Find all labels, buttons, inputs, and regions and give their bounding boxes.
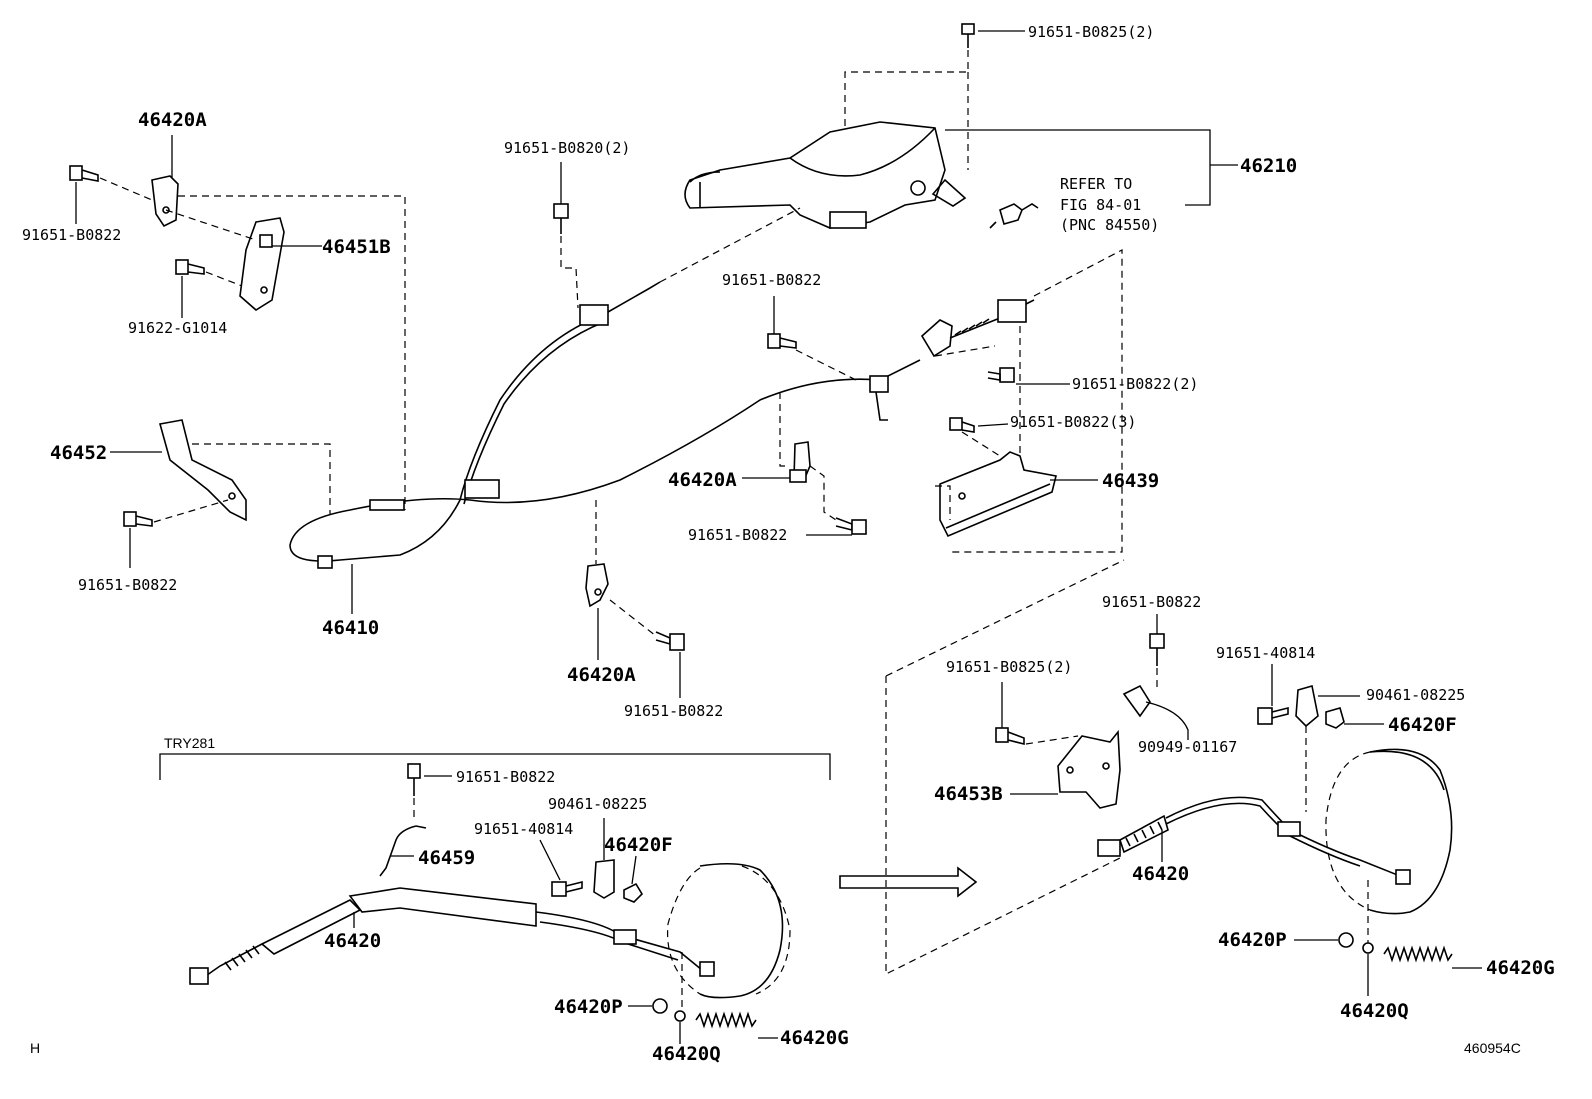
label-refer-1: REFER TO xyxy=(1060,175,1132,193)
label-bolt-right-3: 91651-B0822(3) xyxy=(1010,413,1136,431)
label-refer-3: (PNC 84550) xyxy=(1060,216,1159,234)
label-46439: 46439 xyxy=(1102,470,1159,492)
parking-brake-lever xyxy=(684,121,1039,229)
bracket-46420a-mid xyxy=(789,441,811,483)
right-46420g xyxy=(1383,945,1453,963)
label-right-46420f: 46420F xyxy=(1388,714,1457,736)
bracket-46451b xyxy=(239,217,285,311)
label-bolt-left-1: 91651-B0822 xyxy=(22,226,121,244)
bolt-left-2 xyxy=(123,511,153,527)
inset-try281 xyxy=(159,753,831,1044)
label-right-bolt-top: 91651-B0822 xyxy=(1102,593,1201,611)
label-46451b: 46451B xyxy=(322,236,391,258)
inset-bolt-40814 xyxy=(551,880,583,897)
label-try281: TRY281 xyxy=(164,735,215,751)
label-bracket-low: 46420A xyxy=(567,664,636,686)
right-bolt-b0825 xyxy=(995,727,1025,746)
label-bolt-left-2: 91651-B0822 xyxy=(78,576,177,594)
right-bolt-40814 xyxy=(1257,706,1289,725)
bracket-46452 xyxy=(158,419,247,522)
label-inset-46420f: 46420F xyxy=(604,834,673,856)
inset-46420f xyxy=(623,882,644,903)
right-brake-drum xyxy=(1325,748,1453,915)
label-bolt-right-2: 91651-B0822(2) xyxy=(1072,375,1198,393)
bolt-top xyxy=(961,23,975,48)
inset-bolt xyxy=(407,763,421,796)
label-right-46453b: 46453B xyxy=(934,783,1003,805)
label-bracket-mid: 46420A xyxy=(668,469,737,491)
right-assembly xyxy=(885,559,1482,996)
bracket-46420a-low xyxy=(585,563,609,608)
label-right-40814: 91651-40814 xyxy=(1216,644,1315,662)
label-inset-46420p: 46420P xyxy=(554,996,623,1018)
label-corner-h: H xyxy=(30,1040,40,1056)
bolt-b0820 xyxy=(553,203,569,234)
bolt-right-2 xyxy=(987,367,1015,383)
label-inset-46420q: 46420Q xyxy=(652,1043,721,1065)
bolt-mid-2 xyxy=(835,517,867,535)
label-inset-90461: 90461-08225 xyxy=(548,795,647,813)
plate-46439 xyxy=(939,451,1057,538)
label-lever: 46210 xyxy=(1240,155,1297,177)
label-figure-id: 460954C xyxy=(1464,1040,1521,1056)
label-b0820: 91651-B0820(2) xyxy=(504,139,630,157)
right-46420q xyxy=(1362,942,1374,954)
label-inset-40814: 91651-40814 xyxy=(474,820,573,838)
cable-46410 xyxy=(289,281,921,569)
inset-clip-90461 xyxy=(593,859,615,899)
transition-arrow xyxy=(839,866,978,898)
label-right-46420p: 46420P xyxy=(1218,929,1287,951)
bolt-91622 xyxy=(175,259,205,275)
label-right-46420g: 46420G xyxy=(1486,957,1555,979)
inset-brake-drum xyxy=(667,862,791,999)
bolt-right-3 xyxy=(949,417,975,433)
right-clip-90949 xyxy=(1122,684,1151,718)
label-91622: 91622-G1014 xyxy=(128,319,227,337)
label-right-90949: 90949-01167 xyxy=(1138,738,1237,756)
label-bolt-mid: 91651-B0822 xyxy=(722,271,821,289)
label-46410: 46410 xyxy=(322,617,379,639)
label-inset-46420g: 46420G xyxy=(780,1027,849,1049)
right-46420p xyxy=(1338,932,1354,948)
right-clip-90461 xyxy=(1295,684,1319,728)
label-right-90461: 90461-08225 xyxy=(1366,686,1465,704)
label-bolt-mid-2: 91651-B0822 xyxy=(688,526,787,544)
label-bracket-top: 46420A xyxy=(138,109,207,131)
inset-46420q xyxy=(674,1010,686,1022)
label-46452: 46452 xyxy=(50,442,107,464)
label-right-b0825: 91651-B0825(2) xyxy=(946,658,1072,676)
bolt-low xyxy=(655,631,685,651)
label-inset-46459: 46459 xyxy=(418,847,475,869)
right-bolt-top xyxy=(1149,633,1165,666)
inset-46420p xyxy=(652,998,668,1014)
bolt-mid xyxy=(767,333,797,349)
label-refer-2: FIG 84-01 xyxy=(1060,196,1141,214)
bolt-left-1 xyxy=(69,165,99,182)
label-right-46420q: 46420Q xyxy=(1340,1000,1409,1022)
bracket-46420a-top xyxy=(151,175,179,228)
label-right-cable: 46420 xyxy=(1132,863,1189,885)
cable-adjuster xyxy=(920,299,1035,358)
right-bracket-46453b xyxy=(1057,729,1121,809)
label-inset-bolt: 91651-B0822 xyxy=(456,768,555,786)
label-bolt-low: 91651-B0822 xyxy=(624,702,723,720)
right-46420f xyxy=(1325,707,1345,729)
inset-46420g xyxy=(695,1011,757,1029)
label-inset-cable: 46420 xyxy=(324,930,381,952)
label-top-bolt: 91651-B0825(2) xyxy=(1028,23,1154,41)
